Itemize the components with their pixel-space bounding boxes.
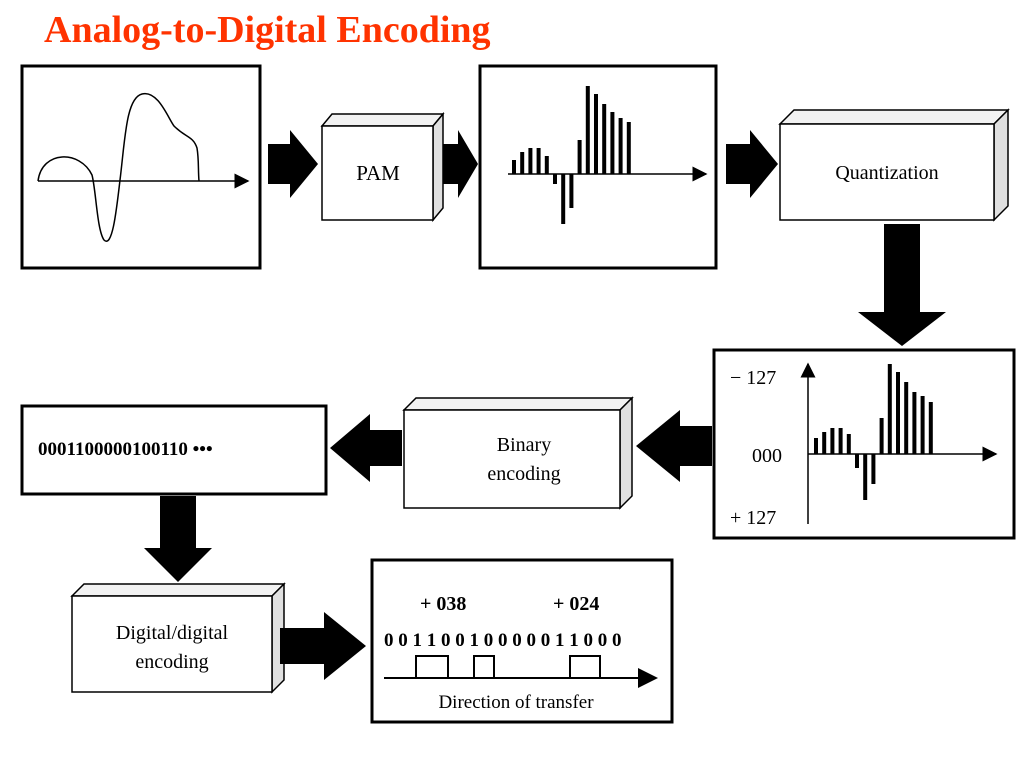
quantization-block: Quantization — [778, 108, 1010, 222]
pulse-bar — [904, 382, 909, 454]
pulse-bar — [871, 454, 876, 484]
axis-label-middle: 000 — [752, 445, 782, 467]
page-title: Analog-to-Digital Encoding — [44, 9, 491, 51]
transfer-panel: + 038 + 024 0 0 1 1 0 0 1 0 0 0 0 0 1 1 … — [370, 558, 674, 724]
axis-label-top: − 127 — [730, 367, 776, 389]
pulse-bar — [863, 454, 868, 500]
binary-encoding-label-1: Binary — [497, 434, 551, 456]
pulse-bar — [528, 148, 533, 174]
pulse-bar — [594, 94, 598, 174]
transfer-value-2: + 024 — [553, 593, 599, 615]
pulse-bar — [879, 418, 884, 454]
pulse-bar — [553, 174, 557, 184]
digital-encoding-label-2: encoding — [135, 651, 208, 673]
pulse-bar — [610, 112, 615, 174]
pam-samples-panel — [478, 64, 718, 270]
bitstream-panel: 0001100000100110 ••• — [20, 404, 328, 496]
analog-signal-panel — [20, 64, 262, 270]
pulse-bar — [838, 428, 843, 454]
arrow-to-sampled — [443, 130, 478, 198]
arrow-to-digital-encoding — [144, 496, 212, 582]
transfer-value-1: + 038 — [420, 593, 466, 615]
quantized-pulses — [814, 364, 933, 500]
pulse-bar — [887, 364, 892, 454]
pulse-bar — [561, 174, 566, 224]
pulse-bar — [512, 160, 516, 174]
pulse-bar — [626, 122, 631, 174]
pulse-bar — [536, 148, 541, 174]
transfer-bits: 0 0 1 1 0 0 1 0 0 0 0 0 1 1 0 0 0 — [384, 630, 622, 651]
arrow-to-transfer — [280, 612, 366, 680]
arrow-to-quantized — [858, 224, 946, 346]
arrow-to-pam — [268, 130, 318, 198]
transfer-caption: Direction of transfer — [438, 692, 594, 713]
pulse-bar — [822, 432, 827, 454]
bitstream-text: 0001100000100110 ••• — [38, 439, 213, 460]
arrow-to-quantization — [726, 130, 778, 198]
analog-waveform — [37, 93, 200, 242]
pulse-bar — [846, 434, 851, 454]
pam-block: PAM — [320, 111, 445, 223]
axis-label-bottom: + 127 — [730, 507, 776, 529]
pulse-bar — [602, 104, 607, 174]
pulse-bar — [928, 402, 933, 454]
digital-signal — [410, 655, 601, 679]
pulse-bar — [830, 428, 835, 454]
pulse-bar — [912, 392, 917, 454]
pam-pulses — [512, 86, 631, 224]
pulse-bar — [814, 438, 818, 454]
quantized-samples-panel: − 127 000 + 127 — [712, 348, 1016, 540]
pulse-bar — [569, 174, 574, 208]
pulse-bar — [896, 372, 900, 454]
digital-encoding-block: Digital/digital encoding — [70, 582, 286, 694]
pulse-bar — [544, 156, 549, 174]
quantization-label: Quantization — [835, 162, 938, 184]
pulse-bar — [585, 86, 590, 174]
digital-encoding-label-1: Digital/digital — [116, 622, 229, 644]
pulse-bar — [855, 454, 859, 468]
arrow-to-bitstream — [330, 414, 402, 482]
pulse-bar — [577, 140, 582, 174]
pulse-bar — [520, 152, 525, 174]
binary-encoding-label-2: encoding — [487, 463, 560, 485]
pulse-bar — [920, 396, 925, 454]
binary-encoding-block: Binary encoding — [402, 396, 634, 510]
arrow-to-binary — [636, 410, 712, 482]
pulse-bar — [618, 118, 623, 174]
pam-label: PAM — [356, 161, 400, 185]
